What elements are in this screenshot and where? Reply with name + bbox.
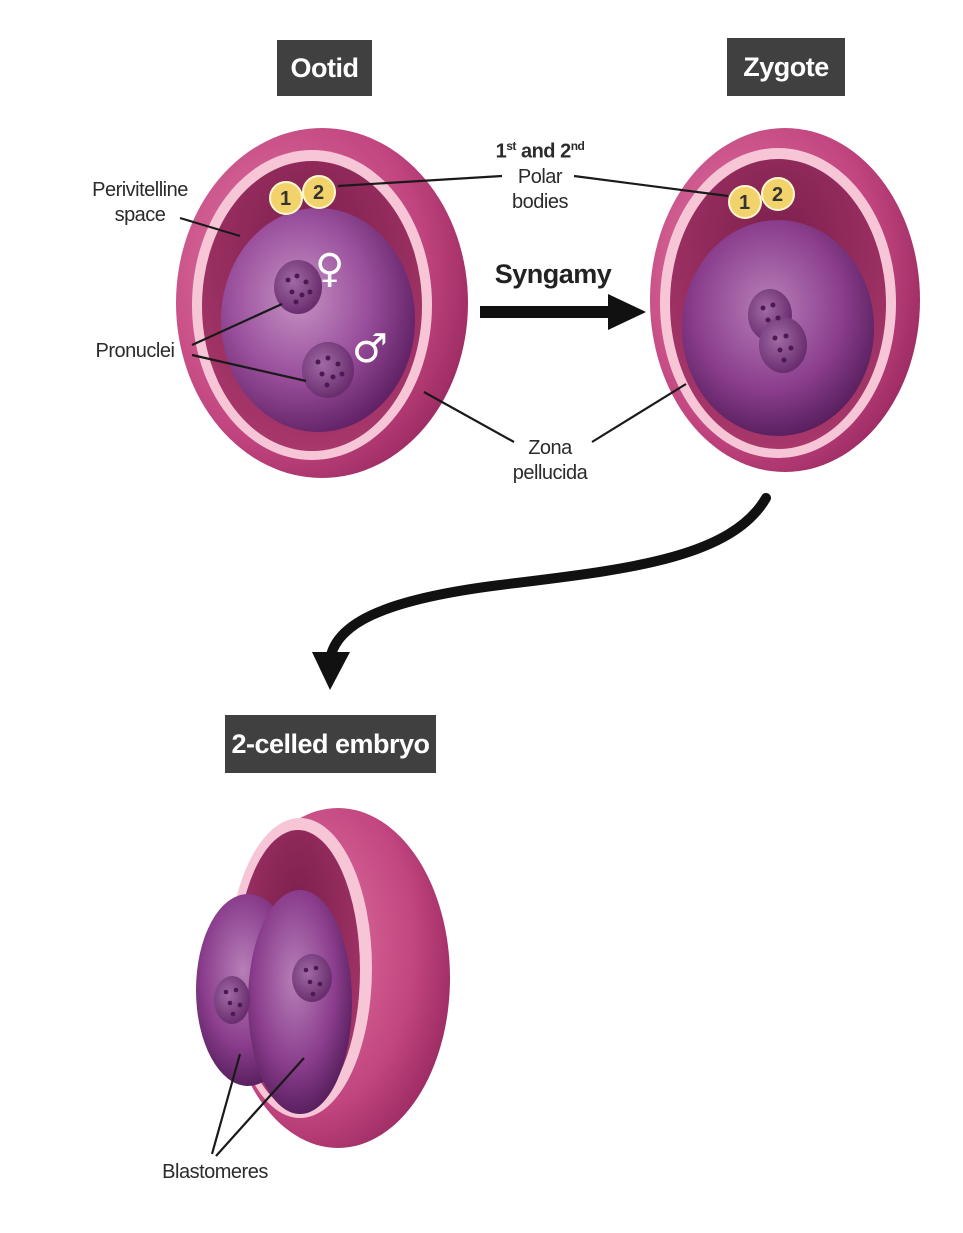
ootid-polar-body-2 xyxy=(302,175,336,209)
ootid-polar-body-1-number: 1 xyxy=(280,188,291,210)
blastomeres-leader-left xyxy=(210,1053,242,1155)
blastomere-right-nucleus xyxy=(292,954,332,1002)
two-celled-embryo-title: 2-celled embryo xyxy=(225,715,436,773)
ootid-polar-body-2-number: 2 xyxy=(313,182,324,204)
perivitelline-leader xyxy=(179,216,241,238)
polar-first-number: 1 xyxy=(495,140,507,163)
zygote-polar-body-2-number: 2 xyxy=(772,184,783,206)
zygote-cell: 1 2 xyxy=(650,128,920,472)
polar-first-suffix: st xyxy=(506,139,516,153)
zygote-polar-body-2 xyxy=(761,177,795,211)
zona-leader-right xyxy=(591,383,687,443)
zygote-title: Zygote xyxy=(727,38,845,96)
polar-and-second: and 2 xyxy=(515,140,571,163)
perivitelline-space-label: Perivitelline space xyxy=(80,178,200,228)
female-pronucleus-dots xyxy=(285,273,313,305)
blastomeres-label: Blastomeres xyxy=(162,1161,268,1183)
development-arrow xyxy=(312,493,771,690)
zygote-nucleus-dots xyxy=(760,302,794,363)
polar-bodies-label-line3: bodies xyxy=(512,190,568,213)
pronuclei-leader-lower xyxy=(191,353,307,383)
zygote-fused-nucleus-b xyxy=(759,317,807,373)
syngamy-label: Syngamy xyxy=(494,259,612,289)
pronuclei-label: Pronuclei xyxy=(95,340,175,362)
ootid-cytoplasm xyxy=(221,208,415,432)
blastomere-nucleus-dots xyxy=(223,965,323,1017)
syngamy-arrow xyxy=(480,294,646,330)
zygote-polar-body-1 xyxy=(728,185,762,219)
perivitelline-label-line2: space xyxy=(114,204,166,226)
male-pronucleus-dots xyxy=(315,355,345,388)
polar-bodies-leader-left xyxy=(337,174,503,188)
zygote-polar-body-1-number: 1 xyxy=(739,192,750,214)
ootid-polar-body-1 xyxy=(269,181,303,215)
polar-bodies-label-line1: 1st and 2nd xyxy=(490,134,590,165)
leader-lines xyxy=(179,174,729,1157)
zona-leader-left xyxy=(423,391,515,443)
zona-label-line1: Zona xyxy=(528,437,572,459)
pronuclei-leader-upper xyxy=(191,302,283,347)
zona-label-line2: pellucida xyxy=(512,462,588,484)
female-pronucleus xyxy=(274,260,322,314)
polar-bodies-leader-right xyxy=(573,174,729,198)
blastomere-right xyxy=(248,890,352,1114)
male-symbol-icon: ♂ xyxy=(352,326,388,372)
blastomere-left-nucleus xyxy=(214,976,250,1024)
polar-second-suffix: nd xyxy=(570,139,585,153)
perivitelline-label-line1: Perivitelline xyxy=(92,179,188,201)
zona-pellucida-label: Zona pellucida xyxy=(495,436,605,486)
polar-bodies-label-line2: Polar xyxy=(517,165,563,188)
blastomeres-leader-right xyxy=(215,1057,305,1157)
male-pronucleus xyxy=(302,342,354,398)
female-symbol-icon: ♀ xyxy=(315,246,344,292)
ootid-title: Ootid xyxy=(277,40,372,96)
ootid-cell: ♀ ♂ 1 2 xyxy=(176,128,468,478)
two-celled-embryo xyxy=(196,808,450,1148)
polar-bodies-label: 1st and 2nd Polar bodies xyxy=(490,134,590,215)
